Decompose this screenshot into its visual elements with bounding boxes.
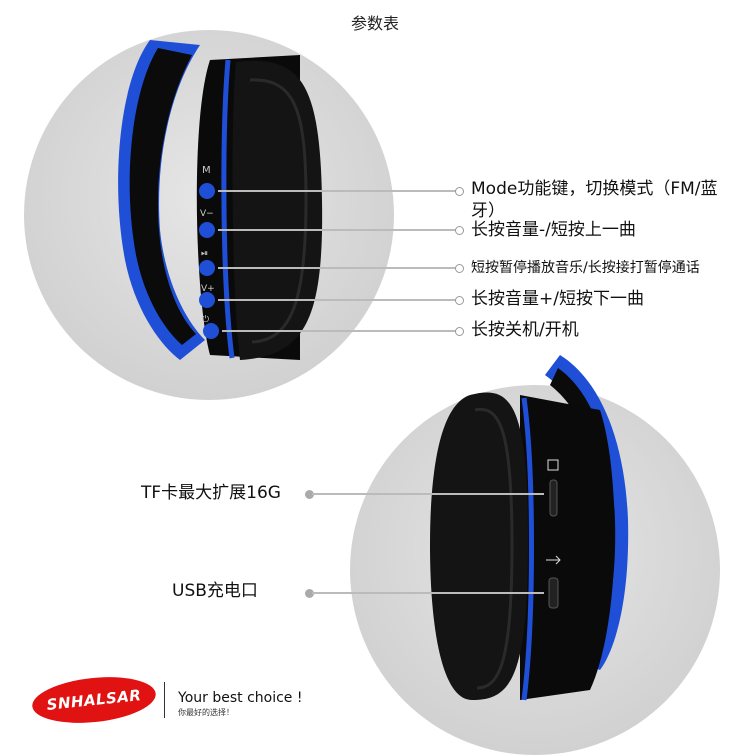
leader-tf bbox=[312, 493, 544, 495]
dot-mode bbox=[455, 187, 464, 196]
tf-slot bbox=[549, 479, 558, 517]
mode-button-dot bbox=[199, 183, 215, 199]
brand-divider bbox=[164, 682, 165, 718]
play-pause-label: 短按暂停播放音乐/长按接打暂停通话 bbox=[471, 260, 700, 276]
volume-down-symbol: V− bbox=[200, 209, 214, 219]
usb-port bbox=[548, 577, 559, 609]
power-icon: ⏻ bbox=[202, 315, 210, 325]
brand-slogan: Your best choice ! bbox=[178, 690, 303, 706]
leader-power bbox=[222, 330, 460, 332]
dot-power bbox=[455, 327, 464, 336]
play-pause-icon: ⏯ bbox=[201, 249, 209, 259]
mode-symbol: M bbox=[202, 165, 211, 176]
tf-label: TF卡最大扩展16G bbox=[141, 483, 281, 503]
leader-play-pause bbox=[218, 267, 460, 269]
dot-volume-up bbox=[455, 296, 464, 305]
mode-label: Mode功能键，切换模式（FM/蓝牙） bbox=[471, 179, 718, 221]
volume-down-button-dot bbox=[199, 222, 215, 238]
leader-usb bbox=[312, 592, 544, 594]
volume-up-symbol: V+ bbox=[201, 284, 215, 294]
play-pause-button-dot bbox=[199, 260, 215, 276]
leader-volume-down bbox=[218, 229, 460, 231]
page-title: 参数表 bbox=[350, 14, 399, 33]
power-button-dot bbox=[203, 323, 219, 339]
brand-slogan-cn: 你最好的选择！ bbox=[178, 708, 234, 717]
brand-name: SNHALSAR bbox=[45, 686, 143, 714]
leader-mode bbox=[218, 190, 460, 192]
dot-volume-down bbox=[455, 226, 464, 235]
leader-volume-up bbox=[218, 299, 460, 301]
volume-up-label: 长按音量+/短按下一曲 bbox=[471, 289, 644, 309]
volume-up-button-dot bbox=[199, 292, 215, 308]
volume-down-label: 长按音量-/短按上一曲 bbox=[471, 220, 636, 240]
dot-play-pause bbox=[455, 264, 464, 273]
usb-label: USB充电口 bbox=[172, 581, 258, 601]
power-label: 长按关机/开机 bbox=[471, 320, 579, 340]
